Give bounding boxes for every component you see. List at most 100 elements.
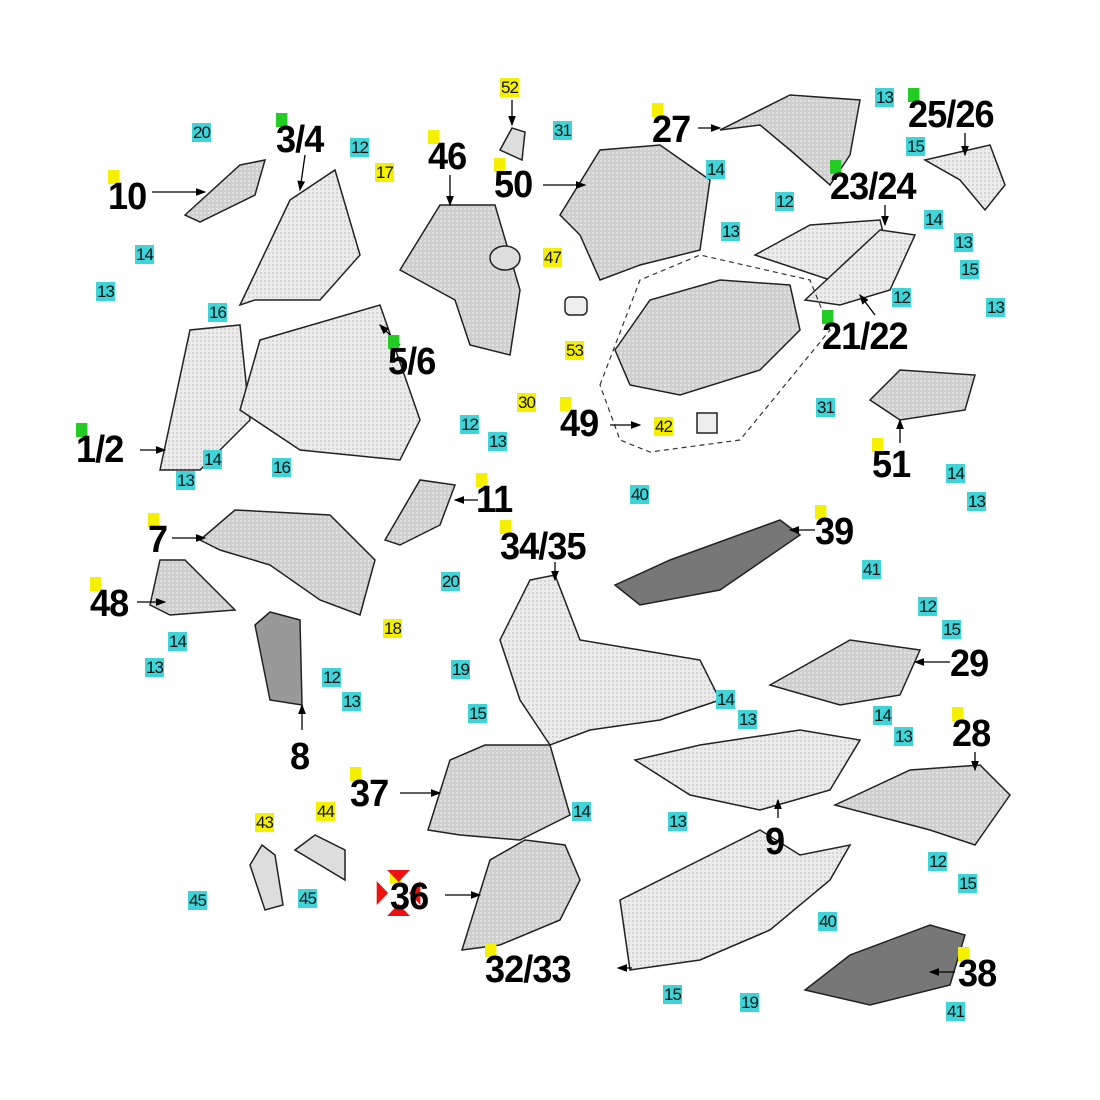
hardware-label-53[interactable]: 53 [565, 341, 584, 360]
part-label-9[interactable]: 9 [765, 823, 785, 861]
part-label-28[interactable]: 28 [952, 707, 991, 753]
tag-highlight [908, 88, 920, 102]
hardware-label-15[interactable]: 15 [958, 874, 977, 893]
hardware-label-14[interactable]: 14 [572, 802, 591, 821]
part-label-46[interactable]: 46 [428, 130, 467, 176]
part-label-51[interactable]: 51 [872, 438, 911, 484]
part-label-5-6[interactable]: 5/6 [388, 335, 436, 381]
hardware-label-16[interactable]: 16 [208, 303, 227, 322]
hardware-label-12[interactable]: 12 [892, 288, 911, 307]
hardware-label-13[interactable]: 13 [875, 88, 894, 107]
hardware-label-47[interactable]: 47 [543, 248, 562, 267]
part-label-50[interactable]: 50 [494, 158, 533, 204]
tag-highlight [485, 943, 497, 957]
hardware-label-41[interactable]: 41 [946, 1002, 965, 1021]
hardware-label-31[interactable]: 31 [816, 398, 835, 417]
hardware-label-14[interactable]: 14 [168, 632, 187, 651]
hardware-label-13[interactable]: 13 [342, 692, 361, 711]
hardware-label-13[interactable]: 13 [986, 298, 1005, 317]
hardware-label-18[interactable]: 18 [383, 619, 402, 638]
hardware-label-12[interactable]: 12 [322, 668, 341, 687]
hardware-label-17[interactable]: 17 [375, 163, 394, 182]
hardware-label-13[interactable]: 13 [967, 492, 986, 511]
hardware-label-45[interactable]: 45 [298, 889, 317, 908]
hardware-label-16[interactable]: 16 [272, 458, 291, 477]
part-label-7[interactable]: 7 [148, 513, 168, 559]
part-label-3-4[interactable]: 3/4 [276, 113, 324, 161]
part-label-29[interactable]: 29 [950, 645, 989, 683]
hardware-label-52[interactable]: 52 [500, 78, 519, 97]
part-10-shape [183, 159, 267, 223]
part-label-34-35[interactable]: 34/35 [500, 520, 587, 566]
hardware-label-31[interactable]: 31 [553, 121, 572, 140]
hardware-label-12[interactable]: 12 [918, 597, 937, 616]
part-number: 11 [476, 479, 513, 521]
hardware-label-45[interactable]: 45 [188, 891, 207, 910]
hardware-label-13[interactable]: 13 [176, 471, 195, 490]
part-label-32-33[interactable]: 32/33 [485, 943, 572, 989]
part-label-49[interactable]: 49 [560, 397, 599, 443]
hardware-label-12[interactable]: 12 [928, 852, 947, 871]
hardware-label-13[interactable]: 13 [145, 658, 164, 677]
hardware-label-15[interactable]: 15 [960, 260, 979, 279]
part-label-8[interactable]: 8 [290, 738, 310, 776]
hardware-label-15[interactable]: 15 [468, 704, 487, 723]
hardware-label-43[interactable]: 43 [255, 813, 274, 832]
part-label-1-2[interactable]: 1/2 [76, 423, 124, 469]
hardware-label-13[interactable]: 13 [96, 282, 115, 301]
part-number: 39 [815, 511, 854, 553]
hardware-label-12[interactable]: 12 [350, 138, 369, 157]
part-number: 38 [958, 953, 997, 995]
part-label-25-26[interactable]: 25/26 [908, 88, 995, 134]
hardware-label-14[interactable]: 14 [203, 450, 222, 469]
hardware-label-15[interactable]: 15 [942, 620, 961, 639]
part-label-23-24[interactable]: 23/24 [830, 160, 917, 206]
hardware-label-14[interactable]: 14 [716, 690, 735, 709]
part-label-27[interactable]: 27 [652, 103, 691, 149]
part-7-shape [198, 509, 376, 616]
part-37-shape [427, 744, 571, 841]
hardware-label-14[interactable]: 14 [946, 464, 965, 483]
part-label-10[interactable]: 10 [108, 170, 147, 216]
part-label-39[interactable]: 39 [815, 505, 854, 553]
hardware-label-40[interactable]: 40 [630, 485, 649, 504]
tag-highlight [388, 335, 400, 349]
hardware-label-44[interactable]: 44 [316, 802, 335, 821]
hardware-label-12[interactable]: 12 [775, 192, 794, 211]
hardware-label-12[interactable]: 12 [460, 415, 479, 434]
part-number: 3/4 [276, 119, 324, 161]
selection-marker-icon [376, 870, 421, 916]
hardware-label-13[interactable]: 13 [894, 727, 913, 746]
hardware-label-13[interactable]: 13 [668, 812, 687, 831]
hardware-label-40[interactable]: 40 [818, 912, 837, 931]
tag-highlight [276, 113, 288, 127]
part-label-37[interactable]: 37 [350, 767, 389, 813]
hardware-label-30[interactable]: 30 [517, 393, 536, 412]
part-label-21-22[interactable]: 21/22 [822, 310, 909, 356]
hardware-label-15[interactable]: 15 [906, 137, 925, 156]
hardware-label-20[interactable]: 20 [441, 572, 460, 591]
tag-highlight [76, 423, 88, 437]
part-label-11[interactable]: 11 [476, 473, 513, 521]
hardware-label-14[interactable]: 14 [135, 245, 154, 264]
hardware-label-13[interactable]: 13 [488, 432, 507, 451]
part-52-shape [498, 127, 526, 162]
hardware-label-14[interactable]: 14 [873, 706, 892, 725]
part-label-38[interactable]: 38 [958, 947, 997, 995]
hardware-label-13[interactable]: 13 [721, 222, 740, 241]
hardware-label-19[interactable]: 19 [740, 993, 759, 1012]
hardware-label-14[interactable]: 14 [706, 160, 725, 179]
part-label-36[interactable]: 36 [376, 870, 429, 916]
hardware-label-20[interactable]: 20 [192, 123, 211, 142]
hardware-label-15[interactable]: 15 [663, 985, 682, 1004]
part-label-48[interactable]: 48 [90, 577, 129, 623]
hardware-label-13[interactable]: 13 [954, 233, 973, 252]
hardware-label-41[interactable]: 41 [862, 560, 881, 579]
hardware-label-42[interactable]: 42 [654, 417, 673, 436]
hardware-label-13[interactable]: 13 [738, 710, 757, 729]
tag-highlight [560, 397, 572, 411]
hardware-label-19[interactable]: 19 [451, 660, 470, 679]
hardware-label-14[interactable]: 14 [924, 210, 943, 229]
tag-highlight [90, 577, 102, 591]
